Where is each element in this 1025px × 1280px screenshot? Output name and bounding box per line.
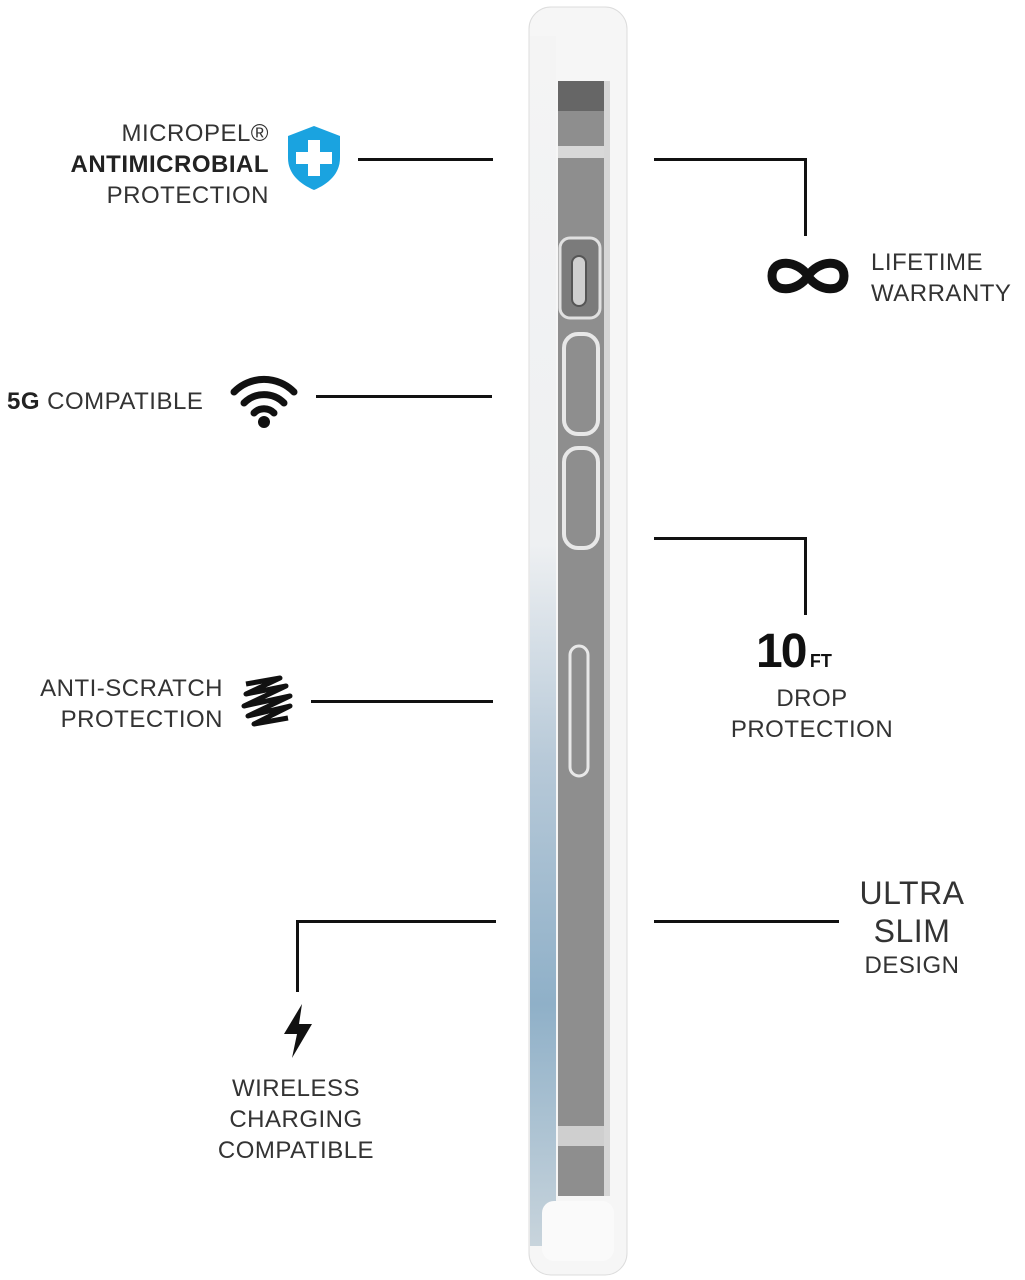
slim-line3: DESIGN <box>864 952 960 979</box>
scratch-line2: PROTECTION <box>60 706 223 733</box>
wireless-label: WIRELESS CHARGING COMPATIBLE <box>196 1073 396 1166</box>
drop-label: DROP PROTECTION <box>712 683 912 745</box>
antimicrobial-label: MICROPEL® ANTIMICROBIAL PROTECTION <box>71 118 269 211</box>
wireless-line3: COMPATIBLE <box>217 1137 375 1164</box>
callout-line-wireless-vertical <box>296 920 299 992</box>
infinity-icon <box>767 258 849 294</box>
callout-line-drop <box>654 537 807 540</box>
phone-case-side-view <box>528 6 628 1276</box>
drop-number: 10 <box>756 625 807 678</box>
callout-line-slim <box>654 920 839 923</box>
wireless-line1: WIRELESS <box>231 1075 361 1102</box>
wifi-icon <box>230 375 298 428</box>
callout-line-warranty <box>654 158 807 161</box>
5g-rest: COMPATIBLE <box>40 388 204 415</box>
drop-line1: DROP <box>776 685 848 712</box>
callout-line-warranty-vertical <box>804 158 807 236</box>
drop-unit: FT <box>809 651 832 671</box>
callout-line-drop-vertical <box>804 537 807 615</box>
callout-line-wireless <box>296 920 496 923</box>
scratch-line1: ANTI-SCRATCH <box>40 675 223 702</box>
scribble-icon <box>241 675 293 727</box>
antimicrobial-line2: ANTIMICROBIAL <box>70 151 269 178</box>
warranty-line2: WARRANTY <box>871 280 1012 307</box>
5g-label: 5G COMPATIBLE <box>7 386 203 417</box>
warranty-line1: LIFETIME <box>871 249 984 276</box>
antimicrobial-line3: PROTECTION <box>106 182 269 209</box>
shield-plus-icon <box>288 126 340 190</box>
slim-label: ULTRA SLIM DESIGN <box>812 874 1012 981</box>
lightning-icon <box>284 1004 312 1058</box>
callout-line-5g <box>316 395 492 398</box>
antimicrobial-line1: MICROPEL® <box>121 120 269 147</box>
drop-height: 10 FT <box>756 624 832 679</box>
5g-bold: 5G <box>7 388 41 415</box>
slim-line2: SLIM <box>873 913 951 949</box>
drop-line2: PROTECTION <box>730 716 894 743</box>
scratch-label: ANTI-SCRATCH PROTECTION <box>40 673 223 735</box>
callout-line-scratch <box>311 700 493 703</box>
callout-line-antimicrobial <box>358 158 493 161</box>
slim-line1: ULTRA <box>859 875 965 911</box>
wireless-line2: CHARGING <box>229 1106 363 1133</box>
warranty-label: LIFETIME WARRANTY <box>871 247 1011 309</box>
